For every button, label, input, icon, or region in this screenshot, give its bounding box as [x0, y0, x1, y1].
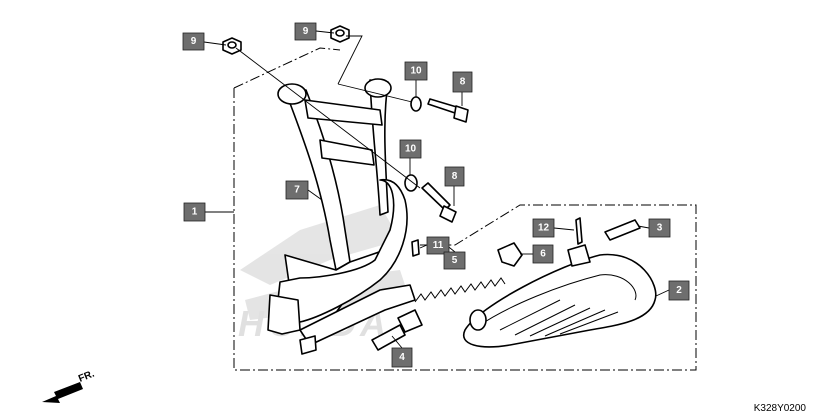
svg-text:2: 2	[676, 285, 682, 296]
svg-text:12: 12	[538, 223, 550, 234]
callout-4: 4	[391, 347, 413, 368]
collar	[497, 242, 523, 267]
nut-upper-right	[330, 25, 350, 43]
bolt-lower	[421, 182, 457, 223]
callout-3: 3	[648, 218, 671, 238]
callout-9-right: 9	[294, 22, 317, 41]
svg-text:3: 3	[657, 223, 663, 234]
callout-2: 2	[668, 280, 690, 301]
pin	[371, 309, 423, 351]
callout-8-upper: 8	[452, 71, 473, 93]
callout-7: 7	[285, 180, 309, 200]
front-direction-label: FR.	[77, 368, 96, 384]
svg-text:5: 5	[452, 255, 458, 266]
callout-10-lower: 10	[399, 139, 422, 159]
nut-upper-left	[222, 37, 242, 55]
front-arrow-icon	[42, 382, 83, 403]
svg-text:10: 10	[405, 144, 417, 155]
svg-text:8: 8	[452, 171, 458, 182]
callout-6: 6	[532, 244, 554, 264]
front-direction-indicator: FR.	[42, 368, 96, 403]
diagram-code: K328Y0200	[753, 403, 806, 414]
callout-1: 1	[183, 202, 206, 222]
step-plate	[462, 244, 657, 348]
svg-text:4: 4	[399, 352, 405, 363]
washer-upper	[410, 96, 422, 112]
callout-12: 12	[532, 218, 555, 238]
main-stand-frame	[267, 78, 416, 355]
svg-text:1: 1	[192, 207, 198, 218]
callout-11: 11	[426, 236, 450, 255]
svg-text:9: 9	[191, 36, 197, 47]
spring	[414, 277, 506, 303]
callout-9-left: 9	[182, 32, 205, 51]
callout-10-upper: 10	[404, 61, 428, 81]
callout-5: 5	[443, 251, 466, 270]
svg-text:11: 11	[433, 240, 444, 251]
leader-lines	[203, 30, 670, 349]
svg-text:10: 10	[410, 66, 422, 77]
cotter-pin	[575, 217, 583, 245]
pin-small	[604, 219, 641, 241]
clip	[411, 239, 420, 257]
bolt-upper	[427, 98, 469, 123]
assembly-boundary	[233, 47, 697, 371]
svg-text:8: 8	[460, 77, 466, 88]
svg-text:9: 9	[303, 26, 309, 37]
svg-text:6: 6	[540, 249, 546, 260]
svg-text:7: 7	[294, 185, 300, 196]
callout-8-lower: 8	[444, 166, 465, 187]
